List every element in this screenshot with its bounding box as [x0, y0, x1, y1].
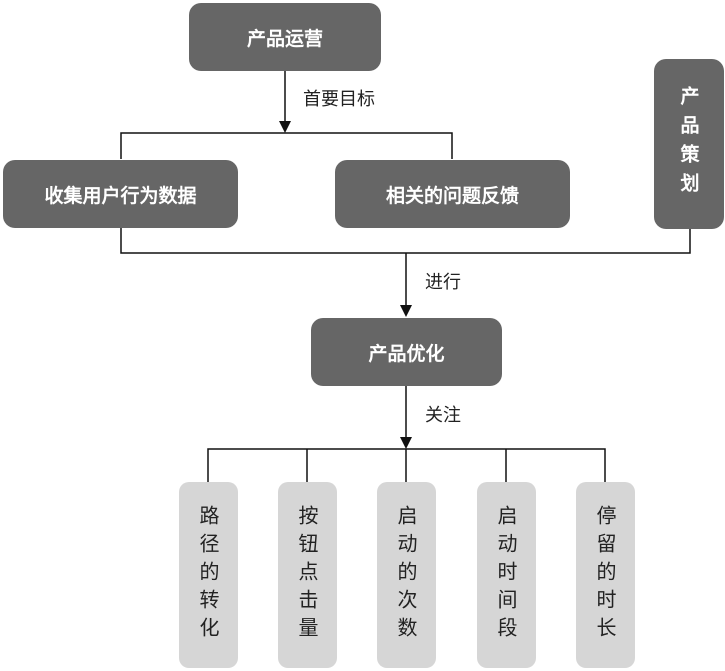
- branch-top: [120, 132, 453, 159]
- metric-dwell-time: 停留的时长: [576, 482, 635, 668]
- edge-label-goal: 首要目标: [303, 89, 375, 110]
- metric-launch-count: 启动的次数: [377, 482, 436, 668]
- metric-button-clicks: 按钮点击量: [278, 482, 337, 668]
- edge-label-proceed: 进行: [425, 272, 461, 293]
- metric-launch-period: 启动时间段: [477, 482, 536, 668]
- node-product-planning: 产品策划: [654, 59, 724, 229]
- edge-label-focus: 关注: [425, 405, 461, 426]
- merge-line: [120, 228, 691, 254]
- node-product-ops: 产品运营: [189, 3, 381, 71]
- node-feedback: 相关的问题反馈: [335, 160, 570, 228]
- node-collect-data: 收集用户行为数据: [3, 160, 238, 228]
- node-optimize: 产品优化: [311, 318, 502, 386]
- metric-path-conversion: 路径的转化: [179, 482, 238, 668]
